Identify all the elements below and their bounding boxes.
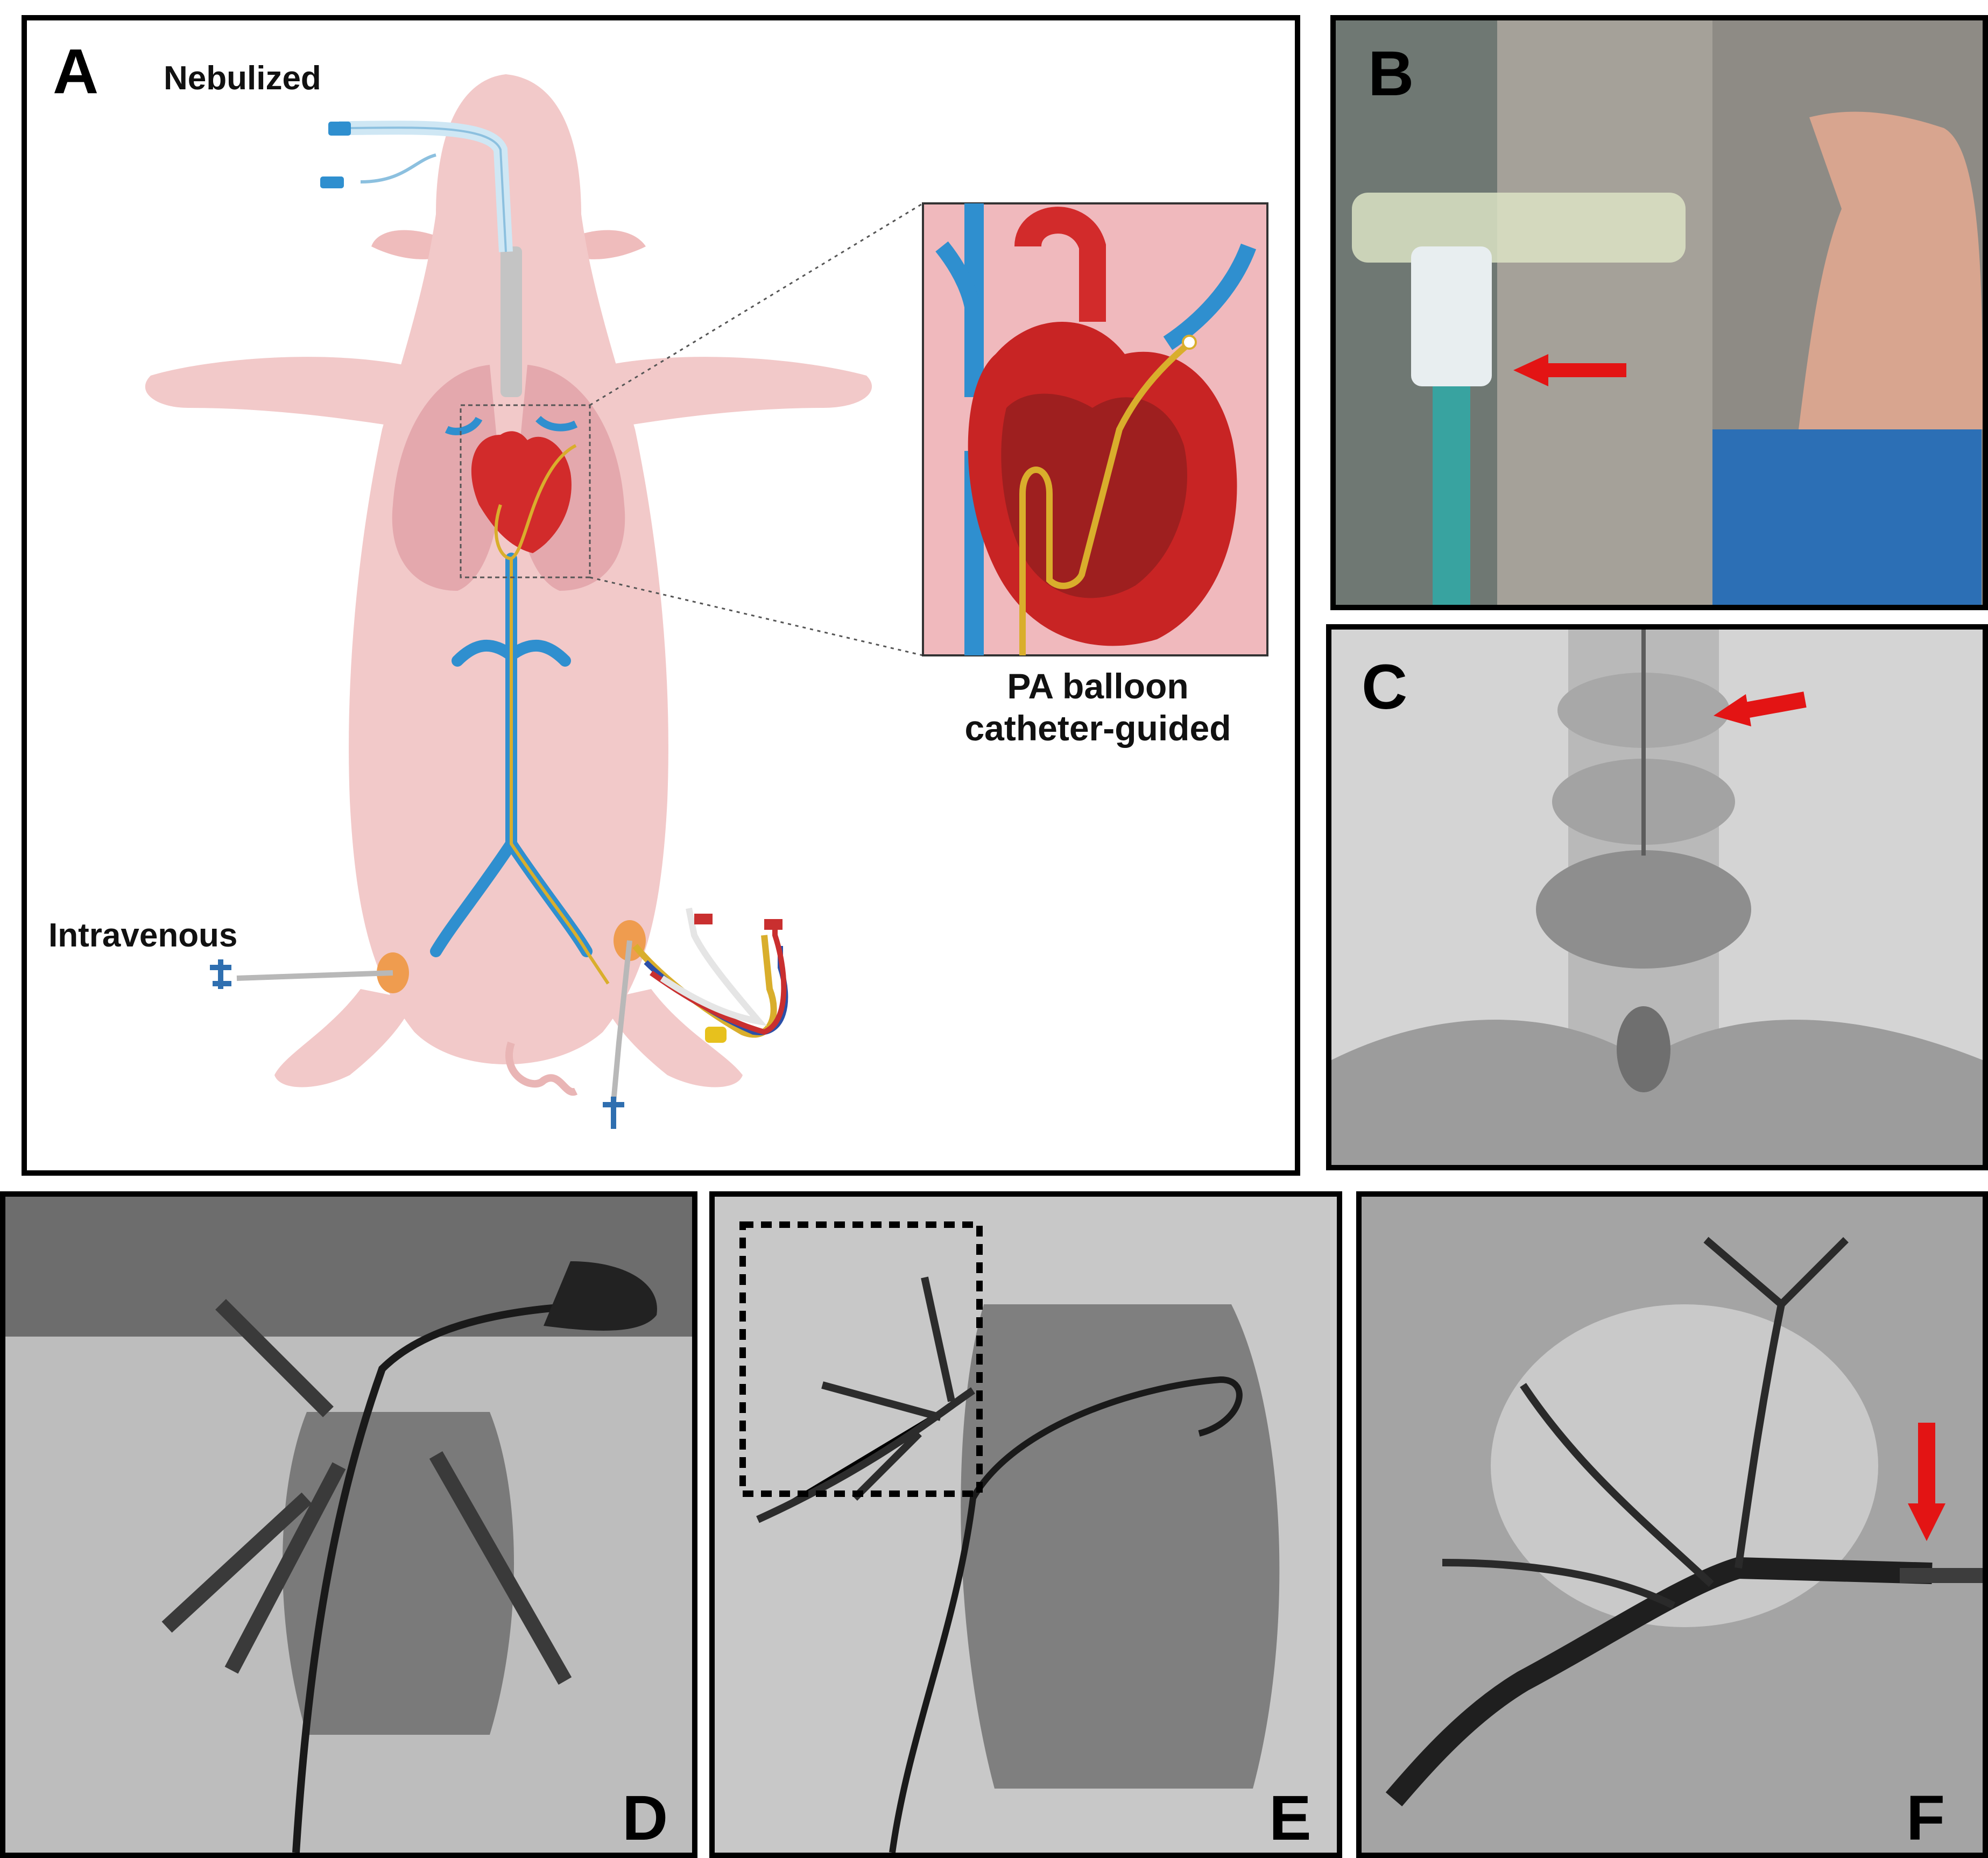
wall	[1497, 20, 1712, 605]
inset-catheter	[1019, 341, 1192, 655]
panel-letter-d: D	[622, 1783, 668, 1854]
cuff-pilot-balloon	[320, 176, 344, 188]
angiogram-e-image	[715, 1197, 1337, 1853]
heart-shadow-e	[961, 1304, 1280, 1789]
ear-right	[576, 230, 646, 259]
ventilator-circuit	[1352, 193, 1686, 263]
endotracheal-tube-outline	[339, 126, 507, 252]
ear-left	[371, 230, 441, 259]
catheter-f	[1900, 1568, 1983, 1583]
inset-aorta	[1014, 207, 1106, 322]
label-pa-balloon-line1: PA balloon	[1007, 666, 1189, 706]
hind-leg-left	[274, 989, 414, 1087]
panel-f-magnified-angiogram: F	[1356, 1191, 1988, 1858]
panel-letter-e: E	[1269, 1783, 1312, 1854]
panel-letter-a: A	[53, 36, 99, 107]
pig-schematic-illustration	[145, 74, 1268, 1129]
catheter-e	[889, 1376, 1243, 1853]
panel-a-schematic: A Nebulized Intravenous PA balloon cathe…	[22, 15, 1300, 1176]
pulmonary-branches-e	[756, 1276, 975, 1523]
zoom-line-top	[589, 202, 923, 406]
panel-letter-c: C	[1362, 652, 1408, 723]
arrow-shaft-c	[1744, 691, 1807, 718]
angiogram-d-image	[5, 1197, 692, 1853]
contrast-tip-d	[544, 1261, 657, 1331]
xray-spine-image	[1331, 630, 1983, 1165]
patient-face	[1799, 111, 1983, 429]
tube-connector	[328, 122, 351, 136]
nebulizer-chamber	[1411, 246, 1492, 386]
iv-line-left	[236, 970, 393, 981]
panel-b-photo: B	[1330, 15, 1988, 610]
connector-red-2	[764, 919, 782, 930]
label-pa-balloon-line2: catheter-guided	[964, 708, 1231, 748]
front-leg-right	[603, 357, 872, 429]
patient-gown	[1712, 429, 1982, 605]
label-intravenous: Intravenous	[48, 917, 238, 954]
catheter-path	[510, 559, 610, 985]
panel-letter-f: F	[1906, 1783, 1945, 1854]
arrow-head-f	[1908, 1503, 1945, 1541]
cuff-line	[360, 153, 436, 183]
tail	[505, 1041, 578, 1096]
panel-letter-b: B	[1368, 38, 1414, 109]
angiogram-f-image	[1362, 1197, 1983, 1853]
catheter-in-heart	[494, 444, 577, 561]
connector-red-1	[694, 914, 713, 924]
lung-field-f	[1491, 1304, 1878, 1627]
sacrum	[1536, 850, 1751, 969]
zoom-region-box-e	[739, 1221, 983, 1497]
arterial-branches-f	[1442, 1237, 1849, 1609]
arrow-head-c	[1714, 694, 1751, 726]
catheter-hub	[705, 1027, 727, 1043]
trachea	[500, 246, 522, 397]
pulmonary-arteries-d	[161, 1299, 572, 1685]
pelvic-foramen	[1617, 1006, 1670, 1092]
front-leg-left	[145, 357, 414, 429]
inset-pulmonary-branches	[935, 241, 1257, 350]
panel-e-angiogram: E	[709, 1191, 1342, 1858]
catheter-lumen-white	[660, 907, 767, 1026]
panel-c-xray: C	[1326, 624, 1988, 1170]
panel-d-angiogram: D	[0, 1191, 697, 1858]
inset-balloon	[1182, 335, 1197, 350]
heart-shadow-d	[283, 1412, 514, 1735]
iv-line-right	[611, 940, 632, 1103]
label-nebulized: Nebulized	[164, 60, 321, 97]
catheter-d	[292, 1301, 641, 1853]
pelvis	[1331, 1020, 1983, 1165]
pulmonary-artery-f	[1385, 1557, 1933, 1807]
pulmonary-vessels-small	[445, 415, 578, 435]
hind-leg-right	[603, 989, 743, 1087]
arrow-head-b	[1513, 354, 1548, 386]
nebulizer-photo	[1336, 20, 1983, 605]
stopcock-right	[603, 1097, 624, 1129]
zoom-box	[460, 404, 591, 578]
stopcock-left	[210, 959, 231, 989]
nebulizer-tubing	[1433, 386, 1470, 605]
